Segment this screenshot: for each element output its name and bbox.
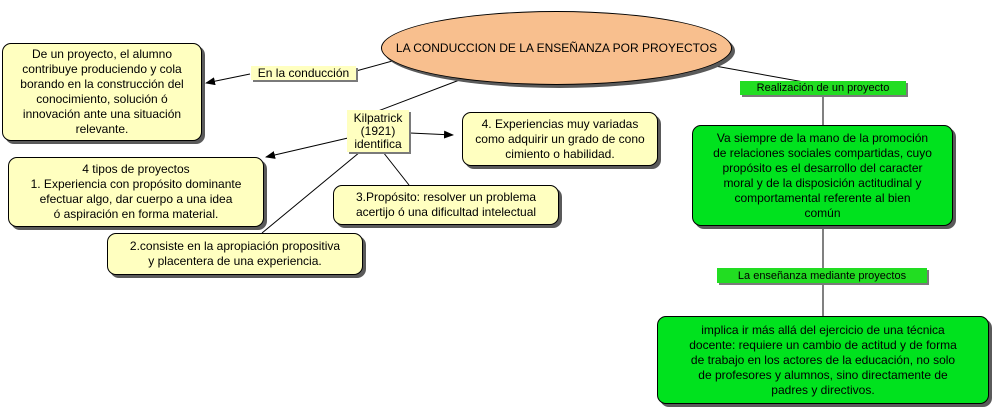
experiencias-box-text: 4. Experiencias muy variadas como adquir… [475, 116, 645, 161]
link-kilpatrick-to-tipos [265, 137, 349, 159]
proposito-box[interactable]: 3.Propósito: resolver un problema acerti… [333, 185, 559, 225]
realizacion-label[interactable]: Realización de un proyecto [740, 81, 906, 95]
link-main-to-conduction-label [355, 59, 397, 72]
link-conduction-label-to-box [205, 73, 251, 86]
realizacion-box-text: Va siempre de la mano de la promoción de… [713, 130, 932, 220]
apropiacion-box[interactable]: 2.consiste en la apropiación propositiva… [107, 233, 363, 275]
proposito-box-text: 3.Propósito: resolver un problema acerti… [355, 190, 537, 219]
apropiacion-box-text: 2.consiste en la apropiación propositiva… [129, 239, 341, 268]
realizacion-box[interactable]: Va siempre de la mano de la promoción de… [692, 125, 953, 226]
link-kilpatrick-to-proposito [382, 151, 410, 186]
experiencias-box[interactable]: 4. Experiencias muy variadas como adquir… [462, 112, 658, 166]
conduction-box-text: De un proyecto, el alumno contribuye pro… [20, 47, 184, 136]
main-topic-ellipse[interactable]: LA CONDUCCION DE LA ENSEÑANZA POR PROYEC… [381, 11, 732, 85]
main-topic-text: LA CONDUCCION DE LA ENSEÑANZA POR PROYEC… [395, 40, 718, 55]
tipos-box[interactable]: 4 tipos de proyectos 1. Experiencia con … [8, 157, 264, 227]
tipos-box-text: 4 tipos de proyectos 1. Experiencia con … [30, 162, 242, 221]
ensenanza-label[interactable]: La enseñanza mediante proyectos [717, 268, 927, 283]
conduction-label[interactable]: En la conducción [251, 66, 356, 80]
realizacion-label-text: Realización de un proyecto [756, 82, 890, 94]
kilpatrick-label[interactable]: Kilpatrick (1921) identifica [347, 110, 409, 152]
ensenanza-box[interactable]: implica ir más allá del ejercicio de una… [657, 316, 989, 404]
link-kilpatrick-to-experiencias [409, 130, 454, 139]
conduction-box[interactable]: De un proyecto, el alumno contribuye pro… [2, 43, 202, 141]
kilpatrick-label-text: Kilpatrick (1921) identifica [353, 110, 403, 151]
conduction-label-text: En la conducción [257, 66, 350, 80]
ensenanza-label-text: La enseñanza mediante proyectos [737, 269, 907, 282]
link-kilpatrick-to-apropiacion [261, 151, 361, 234]
link-main-to-kilpatrick [377, 75, 471, 112]
ensenanza-box-text: implica ir más allá del ejercicio de una… [689, 322, 957, 397]
